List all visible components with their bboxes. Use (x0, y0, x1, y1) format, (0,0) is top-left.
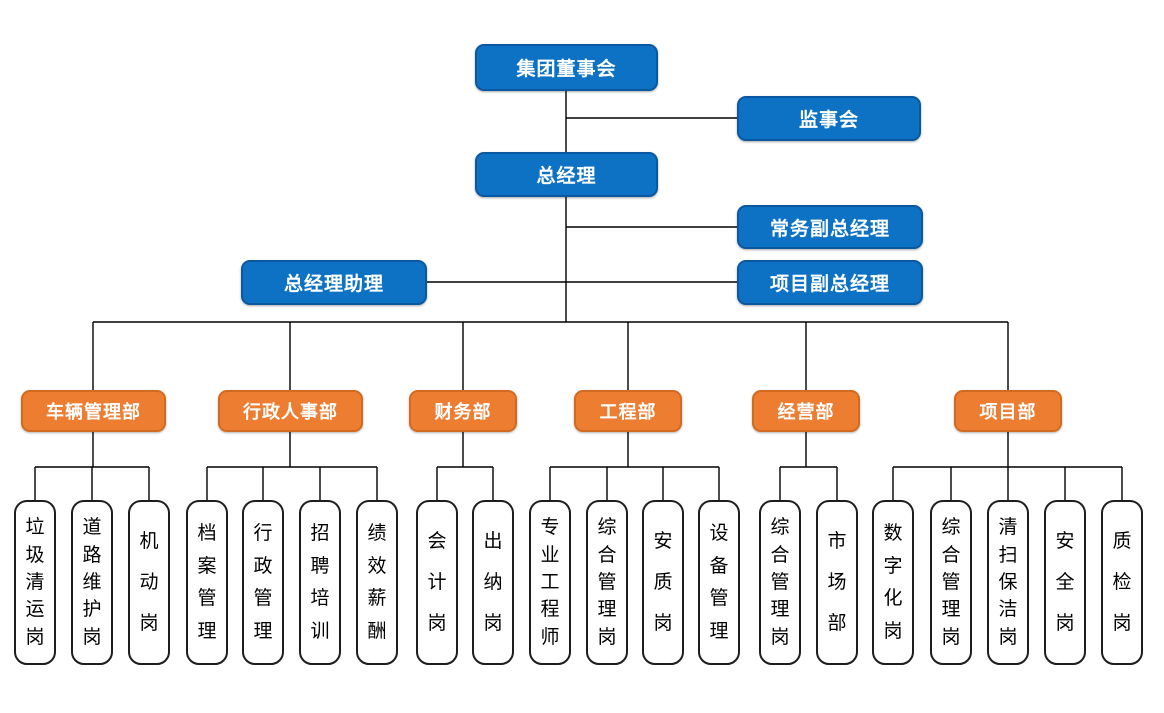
position-administration: 行政管理 (242, 500, 284, 665)
position-digitalization: 数字化岗 (872, 500, 914, 665)
dept-admin-hr: 行政人事部 (218, 390, 363, 432)
position-general-mgmt-ops: 综合管理岗 (759, 500, 801, 665)
node-executive-deputy-gm: 常务副总经理 (737, 205, 923, 249)
node-project-deputy-gm: 项目副总经理 (737, 260, 923, 305)
position-road-maintenance: 道路维护岗 (71, 500, 113, 665)
position-cleaning: 清扫保洁岗 (987, 500, 1029, 665)
node-general-manager: 总经理 (475, 152, 658, 197)
position-mobile: 机动岗 (128, 500, 170, 665)
position-general-mgmt-eng: 综合管理岗 (586, 500, 628, 665)
dept-vehicle-management: 车辆管理部 (21, 390, 166, 432)
position-equipment-mgmt: 设备管理 (698, 500, 740, 665)
position-performance-pay: 绩效薪酬 (356, 500, 398, 665)
node-supervisory-board: 监事会 (737, 96, 921, 141)
dept-projects: 项目部 (954, 390, 1062, 432)
position-quality-inspection: 质检岗 (1101, 500, 1143, 665)
position-general-mgmt-proj: 综合管理岗 (930, 500, 972, 665)
position-cashier: 出纳岗 (472, 500, 514, 665)
position-accountant: 会计岗 (416, 500, 458, 665)
node-board-of-directors: 集团董事会 (475, 44, 658, 91)
dept-finance: 财务部 (409, 390, 517, 432)
dept-operations: 经营部 (752, 390, 860, 432)
position-safety-quality: 安质岗 (642, 500, 684, 665)
position-recruit-training: 招聘培训 (299, 500, 341, 665)
position-safety: 安全岗 (1044, 500, 1086, 665)
dept-engineering: 工程部 (574, 390, 682, 432)
position-archives: 档案管理 (186, 500, 228, 665)
position-professional-engineer: 专业工程师 (529, 500, 571, 665)
position-market: 市场部 (816, 500, 858, 665)
node-gm-assistant: 总经理助理 (241, 260, 427, 305)
position-garbage-collection: 垃圾清运岗 (14, 500, 56, 665)
